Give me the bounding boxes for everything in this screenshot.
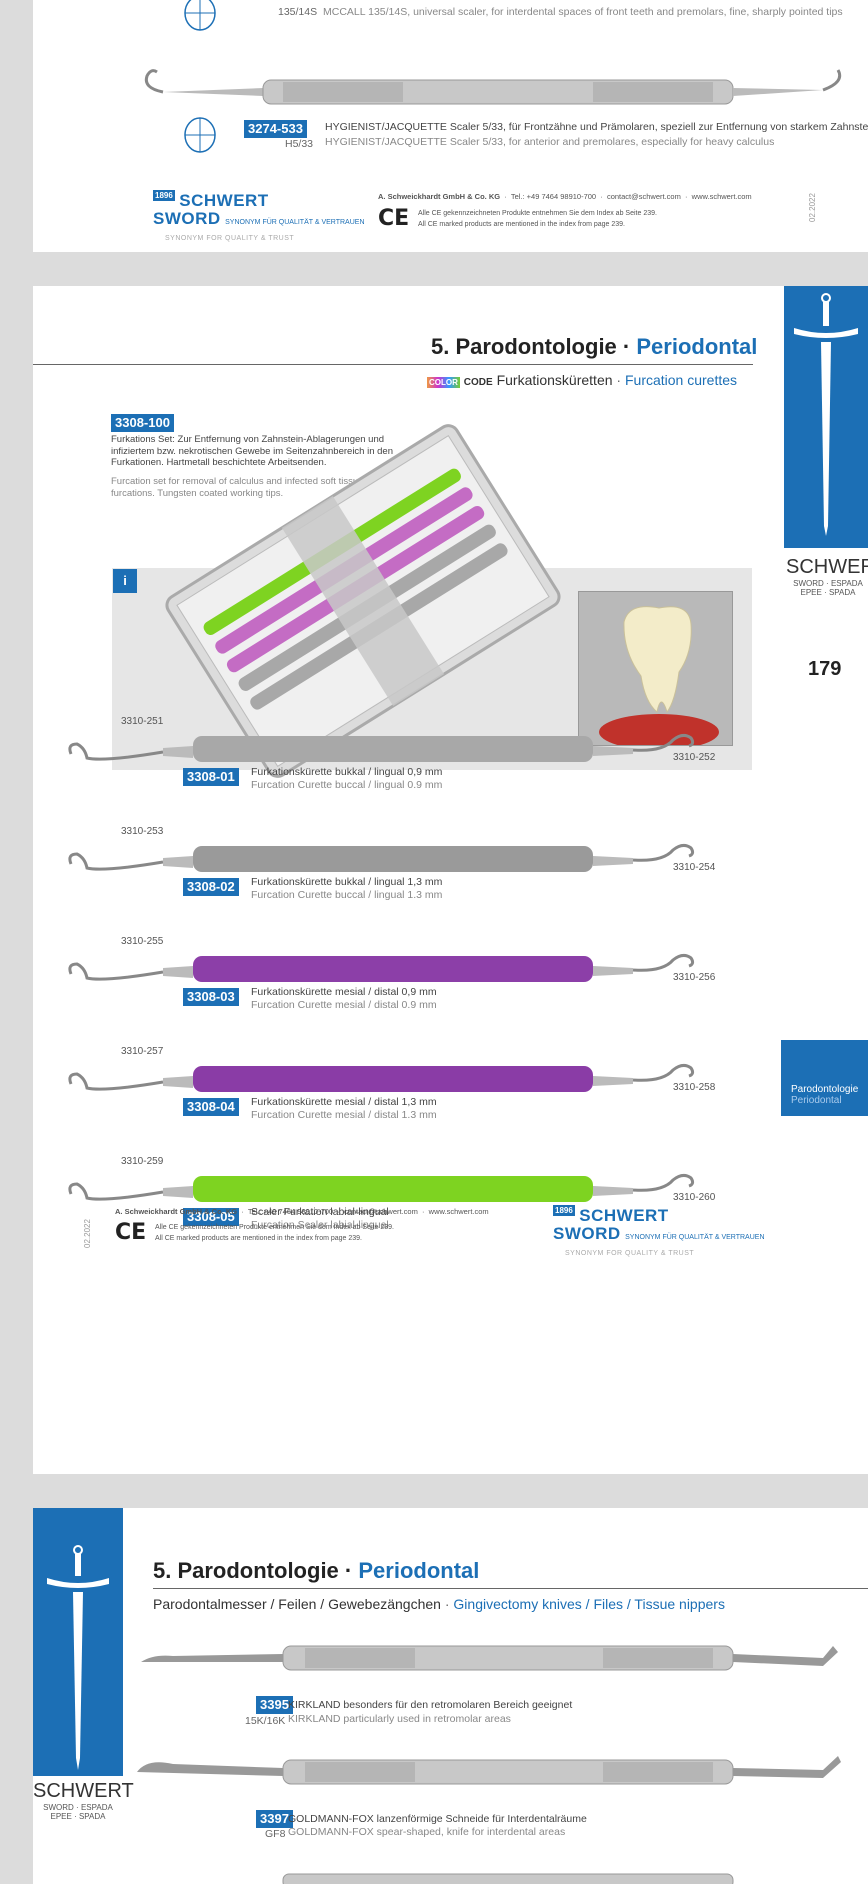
item-description-en: Furcation Curette mesial / distal 0.9 mm <box>251 999 437 1011</box>
item-description-de: HYGIENIST/JACQUETTE Scaler 5/33, für Fro… <box>325 121 868 133</box>
item-size: GF8 <box>265 1828 286 1840</box>
right-tip-code: 3310-254 <box>673 862 716 873</box>
instrument-row: 3310-259 3310-260 3308-05 Scaler Furkation … <box>33 1156 773 1256</box>
ce-mark: CE <box>115 1220 147 1245</box>
article-code: 3308-01 <box>183 768 239 786</box>
tooth-area-icon <box>184 117 216 153</box>
item-description-en: HYGIENIST/JACQUETTE Scaler 5/33, for ant… <box>325 136 775 148</box>
item-description-en: Furcation Scaler labial-lingual <box>251 1219 389 1231</box>
article-code: 3308-04 <box>183 1098 239 1116</box>
schwert-logo: 1896 SCHWERT SWORD SYNONYM FÜR QUALITÄT … <box>553 1205 765 1257</box>
footer-contact: A. Schweickhardt GmbH & Co. KG · Tel.: +… <box>115 1207 489 1216</box>
article-code: 3395 <box>256 1696 293 1714</box>
instrument-row: 3310-255 3310-256 3308-03 Furkationskürette… <box>33 936 773 1036</box>
right-tip-code: 3310-252 <box>673 752 716 763</box>
left-tip-code: 3310-255 <box>121 936 164 947</box>
side-brand: SCHWERT SWORD · ESPADA EPEE · SPADA <box>33 1780 134 1821</box>
item-size: 15K/16K <box>245 1715 286 1727</box>
section-tab-periodontal[interactable]: Parodontologie Periodontal <box>781 1040 868 1116</box>
curette-instrument-image <box>68 733 695 762</box>
item-description-de: Furkationskürette bukkal / lingual 1,3 m… <box>251 876 443 888</box>
color-code-badge: COLOR <box>427 377 460 388</box>
info-icon[interactable]: i <box>113 569 137 593</box>
instrument-row: 3310-253 3310-254 3308-02 Furkationskürette… <box>33 826 773 926</box>
sword-icon <box>47 1545 109 1770</box>
print-date: 02.2022 <box>83 1219 92 1248</box>
left-tip-code: 3310-253 <box>121 826 164 837</box>
instrument-row: 3310-257 3310-258 3308-04 Furkationskürette… <box>33 1046 773 1146</box>
article-code: 3308-100 <box>111 414 174 432</box>
sword-icon <box>794 293 858 536</box>
item-description-de: Furkationskürette mesial / distal 1,3 mm <box>251 1096 437 1108</box>
article-code: 3308-05 <box>183 1208 239 1226</box>
article-code: 3274-533 <box>244 120 307 138</box>
set-description-de: Furkations Set: Zur Entfernung von Zahns… <box>111 434 393 468</box>
tooth-photo <box>578 591 733 746</box>
page-number: 179 <box>808 658 842 680</box>
item-size: 135/14S <box>278 6 318 18</box>
ce-note-de: Alle CE gekennzeichneten Produkte entneh… <box>155 1224 394 1231</box>
item-description-de: Scaler Furkation labial-lingual <box>251 1206 389 1218</box>
item-description: MCCALL 135/14S, universal scaler, for in… <box>323 6 843 18</box>
kirkland-knife-image <box>141 1645 838 1671</box>
set-description-en: Furcation set for removal of calculus an… <box>111 476 391 499</box>
tooth-area-icon <box>184 0 216 31</box>
curette-instrument-image <box>68 953 695 982</box>
curette-instrument-image <box>68 1173 695 1202</box>
page-title: 5. Parodontologie · Periodontal <box>431 334 758 359</box>
scaler-instrument-image <box>144 69 842 105</box>
tooth-icon <box>599 606 719 745</box>
title-divider <box>33 364 753 365</box>
left-tip-code: 3310-259 <box>121 1156 164 1167</box>
item-description-en: Furcation Curette mesial / distal 1.3 mm <box>251 1109 437 1121</box>
page-subtitle: Parodontalmesser / Feilen / Gewebezängch… <box>153 1596 725 1612</box>
title-divider <box>153 1588 868 1589</box>
ce-note-en: All CE marked products are mentioned in … <box>155 1235 363 1242</box>
left-tip-code: 3310-251 <box>121 716 164 727</box>
page-title: 5. Parodontologie · Periodontal <box>153 1558 480 1583</box>
catalog-page-179: 5. Parodontologie · Periodontal COLOR CO… <box>33 286 868 1474</box>
item-description-en: Furcation Curette buccal / lingual 1.3 m… <box>251 889 443 901</box>
brand-tab <box>33 1508 123 1776</box>
item-size: H5/33 <box>285 138 314 150</box>
catalog-page-bottom: SCHWERT SWORD · ESPADA EPEE · SPADA 5. P… <box>33 1508 868 1884</box>
item-description-en: GOLDMANN-FOX spear-shaped, knife for int… <box>288 1826 566 1838</box>
right-tip-code: 3310-258 <box>673 1082 716 1093</box>
item-description-de: Furkationskürette mesial / distal 0,9 mm <box>251 986 437 998</box>
right-tip-code: 3310-260 <box>673 1192 716 1203</box>
curette-instrument-image <box>68 1063 695 1092</box>
catalog-page-top: 135/14S MCCALL 135/14S, universal scaler… <box>33 0 868 252</box>
right-tip-code: 3310-256 <box>673 972 716 983</box>
page-subtitle: COLOR CODE Furkationsküretten · Furcatio… <box>427 372 738 388</box>
article-code: 3308-02 <box>183 878 239 896</box>
ce-note-en: All CE marked products are mentioned in … <box>418 221 626 228</box>
item-description-de: GOLDMANN-FOX lanzenförmige Schneide für … <box>288 1813 587 1825</box>
print-date: 02.2022 <box>808 193 817 222</box>
ce-note-de: Alle CE gekennzeichneten Produkte entneh… <box>418 210 657 217</box>
item-description-en: KIRKLAND particularly used in retromolar… <box>288 1713 511 1725</box>
instrument-row: 3310-251 3310-252 3308-01 Furkationskürette… <box>33 716 773 816</box>
footer-contact: A. Schweickhardt GmbH & Co. KG · Tel.: +… <box>378 192 752 201</box>
side-brand: SCHWERT SWORD · ESPADA EPEE · SPADA <box>786 556 868 597</box>
instrument-image-partial <box>282 1873 734 1884</box>
brand-tab <box>784 286 868 548</box>
goldmann-fox-knife-image <box>137 1756 841 1785</box>
item-description-en: Furcation Curette buccal / lingual 0.9 m… <box>251 779 443 791</box>
item-description-de: KIRKLAND besonders für den retromolaren … <box>288 1699 573 1711</box>
item-description-de: Furkationskürette bukkal / lingual 0,9 m… <box>251 766 443 778</box>
ce-mark: CE <box>378 206 410 231</box>
left-tip-code: 3310-257 <box>121 1046 164 1057</box>
article-code: 3397 <box>256 1810 293 1828</box>
article-code: 3308-03 <box>183 988 239 1006</box>
instrument-tray-image <box>165 424 561 778</box>
curette-instrument-image <box>68 843 695 872</box>
schwert-logo: 1896 SCHWERT SWORD SYNONYM FÜR QUALITÄT … <box>153 190 365 242</box>
